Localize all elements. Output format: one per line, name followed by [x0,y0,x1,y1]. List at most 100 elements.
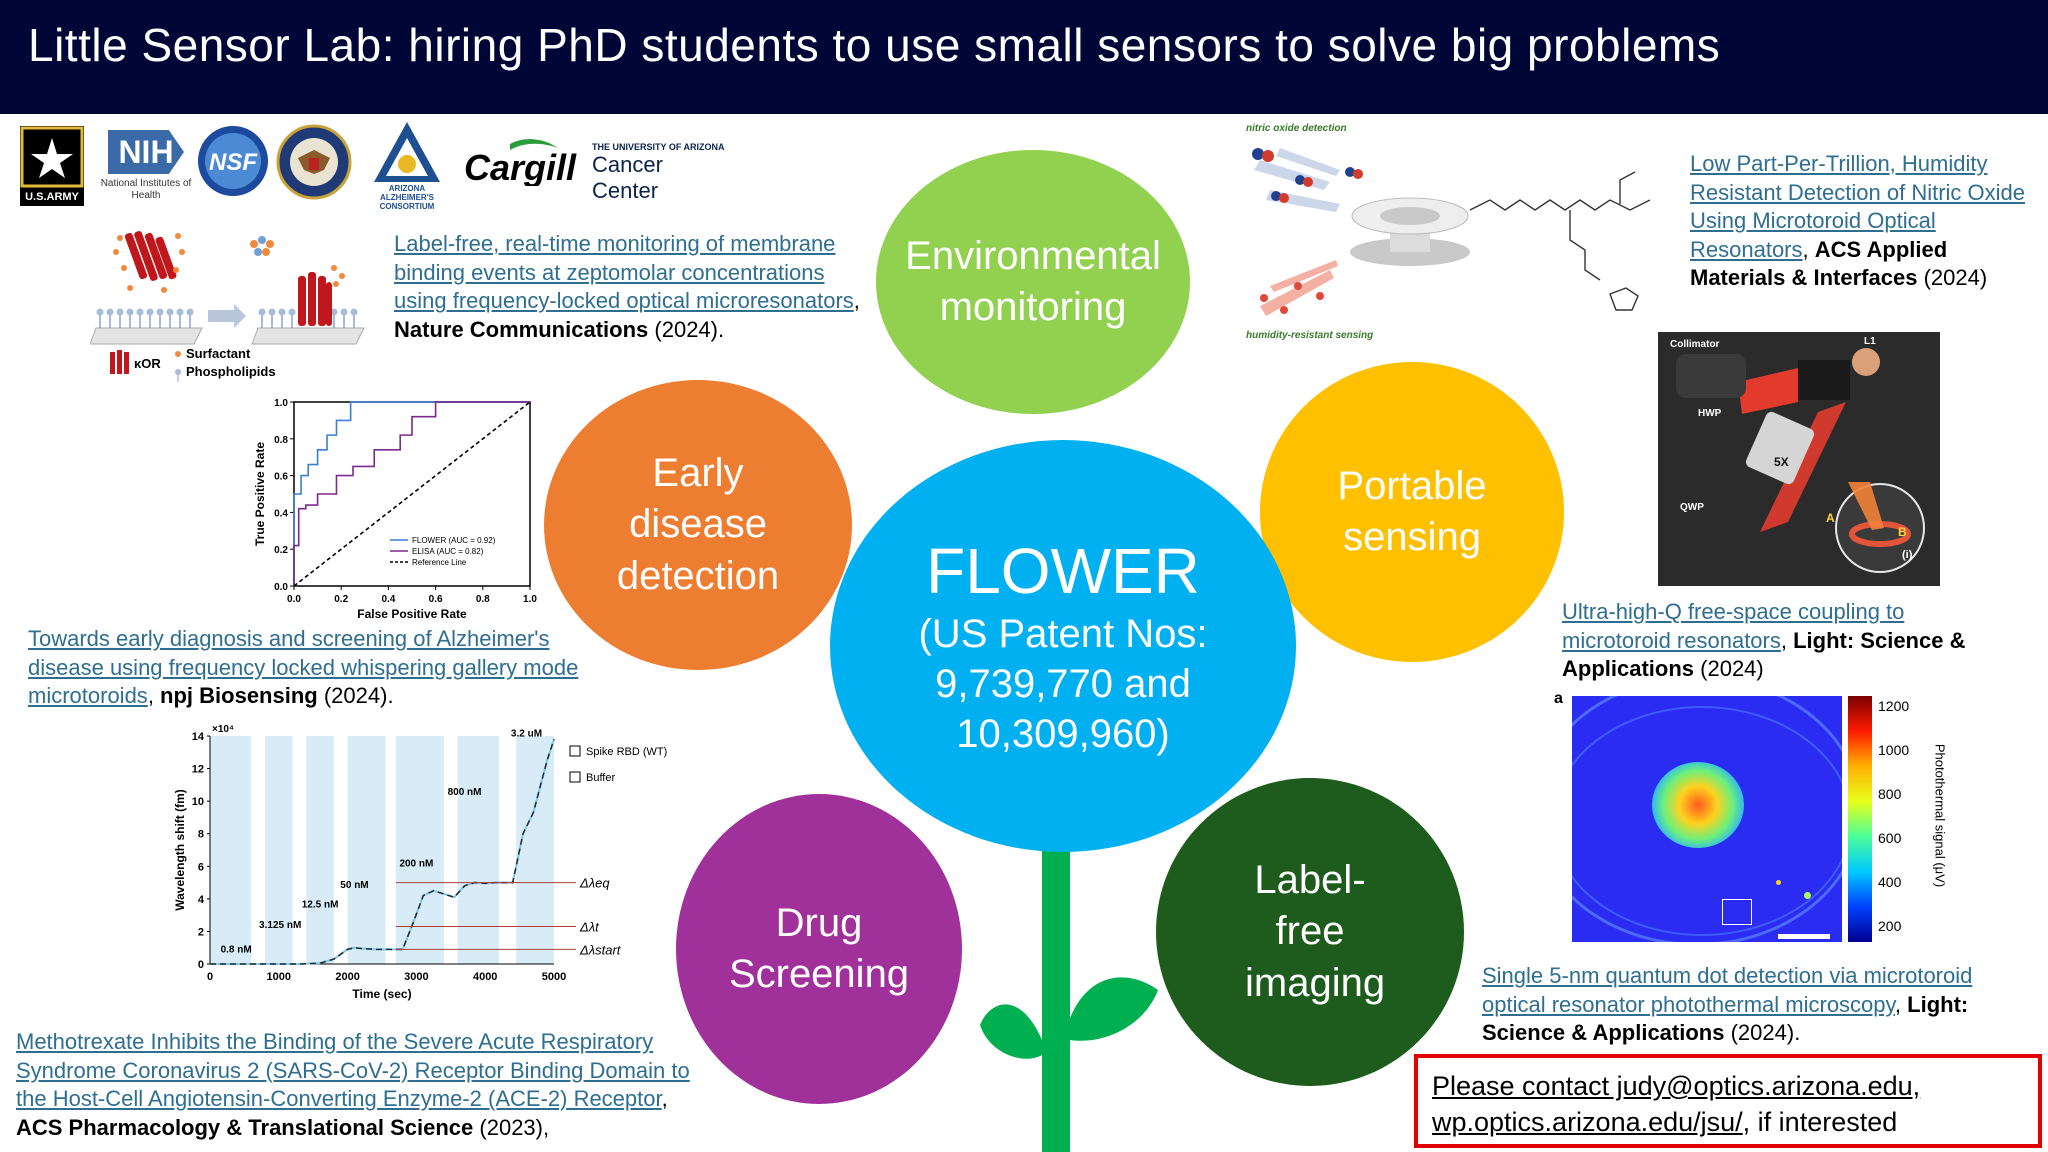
roc-y-tick-label: 1.0 [274,398,288,409]
concentration-label: 12.5 nM [302,899,339,910]
roc-y-axis-label: True Positive Rate [253,442,267,546]
roc-x-axis-label: False Positive Rate [357,607,467,618]
analyte-injection-band [516,736,554,964]
reference-link[interactable]: Methotrexate Inhibits the Binding of the… [16,1029,690,1111]
reference-link[interactable]: Towards early diagnosis and screening of… [28,626,579,708]
concentration-label: 200 nM [399,858,433,869]
analyte-injection-band [395,736,444,964]
cargill-logo: Cargill [462,136,582,188]
cancer-center-text: Cancer Center [592,152,663,203]
collimator-label: Collimator [1670,339,1720,350]
point-a-label: A [1826,511,1835,525]
reference-link[interactable]: Ultra-high-Q free-space coupling to micr… [1562,599,1905,653]
phospholipids-label: Phospholipids [186,364,276,379]
petal-portable-sensing: Portable sensing [1260,362,1564,662]
annotation-label: Δλeq [579,876,610,891]
nsf-text: NSF [209,149,258,176]
website-link[interactable]: wp.optics.arizona.edu/jsu/ [1432,1107,1743,1137]
no-detection-label: nitric oxide detection [1246,123,1347,134]
reference-link[interactable]: Label-free, real-time monitoring of memb… [394,231,854,313]
reference-link[interactable]: Single 5-nm quantum dot detection via mi… [1482,963,1973,1017]
ws-y-multiplier: ×10⁴ [212,724,234,735]
inset-label: (i) [1902,549,1913,561]
contact-email-line: Please contact judy@optics.arizona.edu, [1432,1071,1921,1101]
analyte-injection-band [306,736,334,964]
concentration-label: 800 nM [448,787,482,798]
dod-seal [276,124,352,200]
contact-box: Please contact judy@optics.arizona.edu, … [1414,1054,2042,1148]
concentration-label: 0.8 nM [221,944,252,955]
ws-x-axis-label: Time (sec) [352,987,411,1001]
membrane-binding-figure: κOR Surfactant Phospholipids [89,218,390,386]
center-title: FLOWER [926,535,1200,607]
roc-series-line [293,401,530,586]
roc-legend-entry: FLOWER (AUC = 0.92) [412,536,496,545]
roc-y-tick-label: 0.6 [274,472,288,483]
contact-tail: , if interested [1742,1107,1898,1137]
journal-name: npj Biosensing [160,683,318,708]
nih-subtitle: National Institutes of Health [100,178,192,201]
left-leaf [980,1004,1042,1059]
roc-x-tick-label: 0.0 [287,594,301,605]
roc-x-tick-label: 0.8 [476,594,490,605]
ws-legend-swatch [569,745,581,757]
ws-y-tick-label: 6 [198,861,204,873]
ws-x-tick-label: 3000 [404,971,428,983]
roc-series-line [293,401,530,586]
reference-light-science-1: Ultra-high-Q free-space coupling to micr… [1562,599,1966,682]
reference-acs-pharmacology: Methotrexate Inhibits the Binding of the… [16,1029,690,1140]
aac-text: ARIZONA ALZHEIMER'S CONSORTIUM [379,184,435,211]
panel-label: a [1554,690,1563,707]
ws-legend-swatch [569,771,581,783]
reference-link[interactable]: Low Part-Per-Trillion, Humidity Resistan… [1690,151,2026,262]
journal-name: ACS Pharmacology & Translational Science [16,1114,474,1140]
roc-y-tick-label: 0.4 [274,508,288,519]
year: (2024). [654,316,725,342]
humidity-label: humidity-resistant sensing [1246,330,1373,340]
ws-x-tick-label: 5000 [542,971,566,983]
analyte-injection-band [457,736,499,964]
journal-name: ACS Applied Materials & Interfaces [1690,236,1948,291]
ws-y-tick-label: 12 [192,764,204,776]
petal-environmental-monitoring: Environmental monitoring [876,150,1190,414]
concentration-label: 3.125 nM [259,920,301,931]
center-line-3: 10,309,960) [956,712,1170,756]
petal-label-free-imaging: Label- free imaging [1156,778,1464,1086]
colorbar [1848,696,1872,942]
army-logo: U.S.ARMY [20,126,84,206]
roc-y-tick-label: 0.2 [274,545,288,556]
annotation-label: Δλstart [579,942,622,957]
ws-y-tick-label: 0 [198,959,204,971]
kor-label: κOR [134,356,161,371]
l1-label: L1 [1864,336,1876,347]
petal-early-disease-detection: Early disease detection [544,380,852,670]
colorbar-label: Photothermal signal (μV) [1932,743,1948,888]
nih-mark: NIH [108,130,184,174]
ws-legend-entry: Spike RBD (WT) [586,746,667,758]
reference-nature-comms: Label-free, real-time monitoring of memb… [394,231,860,342]
ws-x-tick-label: 1000 [267,971,291,983]
roc-x-tick-label: 0.4 [381,594,395,605]
ws-y-tick-label: 14 [192,731,205,743]
roc-x-tick-label: 0.6 [429,594,443,605]
army-text: U.S.ARMY [25,191,79,203]
ws-x-tick-label: 0 [207,971,213,983]
cargill-text: Cargill [464,147,577,186]
analyte-injection-band [265,736,293,964]
analyte-injection-band [210,736,252,964]
roc-series-line [293,401,531,587]
qwp-label: QWP [1680,502,1704,513]
nih-logo: NIH National Institutes of Health [100,126,192,206]
reference-light-science-2: Single 5-nm quantum dot detection via mi… [1482,963,1973,1046]
journal-name: Light: Science & Applications [1562,627,1966,682]
hwp-label: HWP [1698,408,1722,419]
reference-npj-biosensing: Towards early diagnosis and screening of… [28,626,579,708]
ws-y-axis-label: Wavelength shift (fm) [173,789,187,911]
journal-name: Light: Science & Applications [1482,991,1969,1046]
roc-x-tick-label: 0.2 [334,594,348,605]
year: (2024) [1923,265,1988,290]
ws-x-tick-label: 4000 [473,971,497,983]
